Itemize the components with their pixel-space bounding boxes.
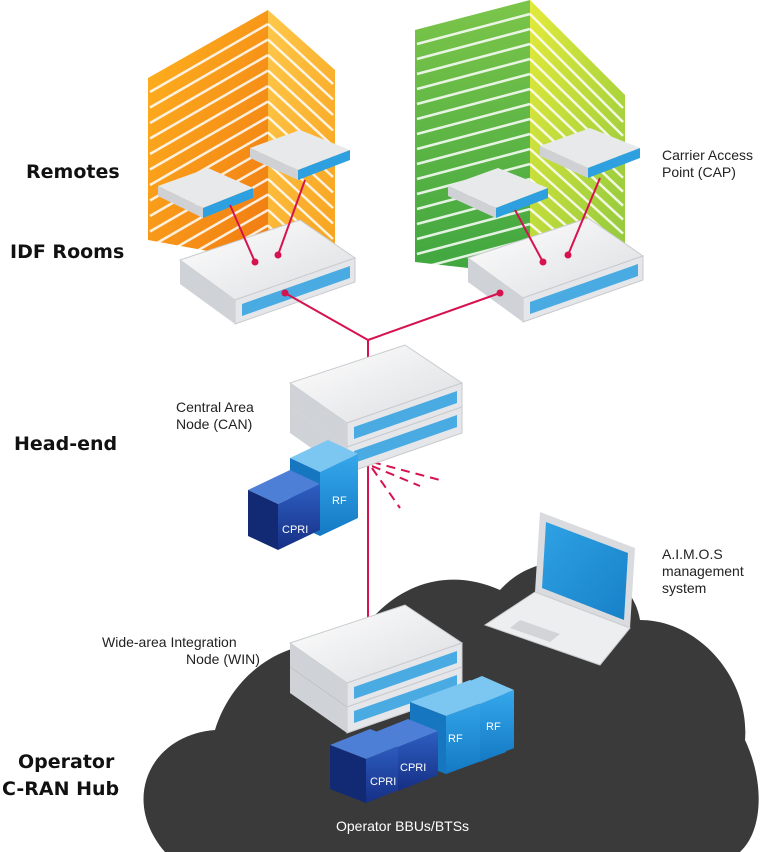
access-point-icon <box>448 168 548 218</box>
cpri-label: CPRI <box>400 762 426 774</box>
building-floor-line <box>529 28 624 123</box>
building-floor-line <box>267 23 334 85</box>
building-floor-line <box>416 207 531 241</box>
rf-label: RF <box>448 733 463 745</box>
cpri-module: CPRI <box>330 729 406 803</box>
cap-label-line2: Point (CAP) <box>662 164 736 180</box>
access-point-icon <box>158 168 253 218</box>
building-floor-line <box>416 147 531 181</box>
cap-label-line1: Carrier Access <box>662 147 753 163</box>
network-switch-icon <box>178 219 357 325</box>
building-floor-line <box>416 27 531 61</box>
building-floor-line <box>149 22 269 94</box>
cpri-module: CPRI <box>248 470 320 550</box>
building-floor-line <box>149 115 269 187</box>
tier-label-idf-rooms: IDF Rooms <box>10 241 124 263</box>
building-floor-line <box>416 132 531 166</box>
laptop-icon <box>483 512 635 666</box>
building-floor-line <box>416 12 531 46</box>
aimos-label-line2: management <box>662 563 744 579</box>
building-floor-line <box>416 102 531 136</box>
access-point-icon <box>250 130 350 180</box>
tier-label-operator: Operator <box>18 751 115 773</box>
building-floor-line <box>416 57 531 91</box>
building-floor-line <box>416 72 531 106</box>
building-floor-line <box>529 13 624 109</box>
building-floor-line <box>149 208 269 280</box>
rf-label: RF <box>486 721 501 733</box>
building-floor-line <box>149 193 269 264</box>
aimos-label-line3: system <box>662 580 706 596</box>
building-floor-line <box>267 178 334 240</box>
building-floor-line <box>416 222 531 256</box>
building-floor-line <box>149 84 269 156</box>
building-floor-line <box>267 38 334 101</box>
building-floor-line <box>529 43 624 137</box>
cpri-module: CPRI <box>368 719 438 791</box>
fiber-links <box>229 177 601 649</box>
building-floor-line <box>267 54 334 116</box>
tier-label-remotes: Remotes <box>26 161 120 183</box>
win-label-line2: Node (WIN) <box>186 651 260 667</box>
building-floor-line <box>416 87 531 121</box>
can-label-line2: Node (CAN) <box>176 416 252 432</box>
network-switch-icon <box>288 344 464 474</box>
building-floor-line <box>149 53 269 125</box>
win-label-line1: Wide-area Integration <box>102 634 237 650</box>
building-floor-line <box>149 38 269 109</box>
access-point-icon <box>540 128 640 178</box>
rf-label: RF <box>332 495 347 507</box>
network-switch-icon <box>466 217 645 323</box>
tier-label-head-end: Head-end <box>14 433 117 455</box>
building-floor-line <box>416 117 531 151</box>
building-floor-line <box>416 42 531 76</box>
building-floor-line <box>267 69 334 132</box>
can-label-line1: Central Area <box>176 399 254 415</box>
building-floor-line <box>529 148 624 235</box>
cpri-label: CPRI <box>282 524 308 536</box>
aimos-label-line1: A.I.M.O.S <box>662 546 723 562</box>
cpri-label: CPRI <box>370 776 396 788</box>
building-floor-line <box>149 69 269 140</box>
building-floor-line <box>149 100 269 171</box>
network-switch-icon <box>288 604 464 734</box>
bbu-label: Operator BBUs/BTSs <box>336 818 469 834</box>
tier-label-c-ran-hub: C-RAN Hub <box>2 778 119 800</box>
building-floor-line <box>267 85 334 147</box>
building-floor-line <box>529 58 624 151</box>
rf-module: RF <box>448 676 514 762</box>
